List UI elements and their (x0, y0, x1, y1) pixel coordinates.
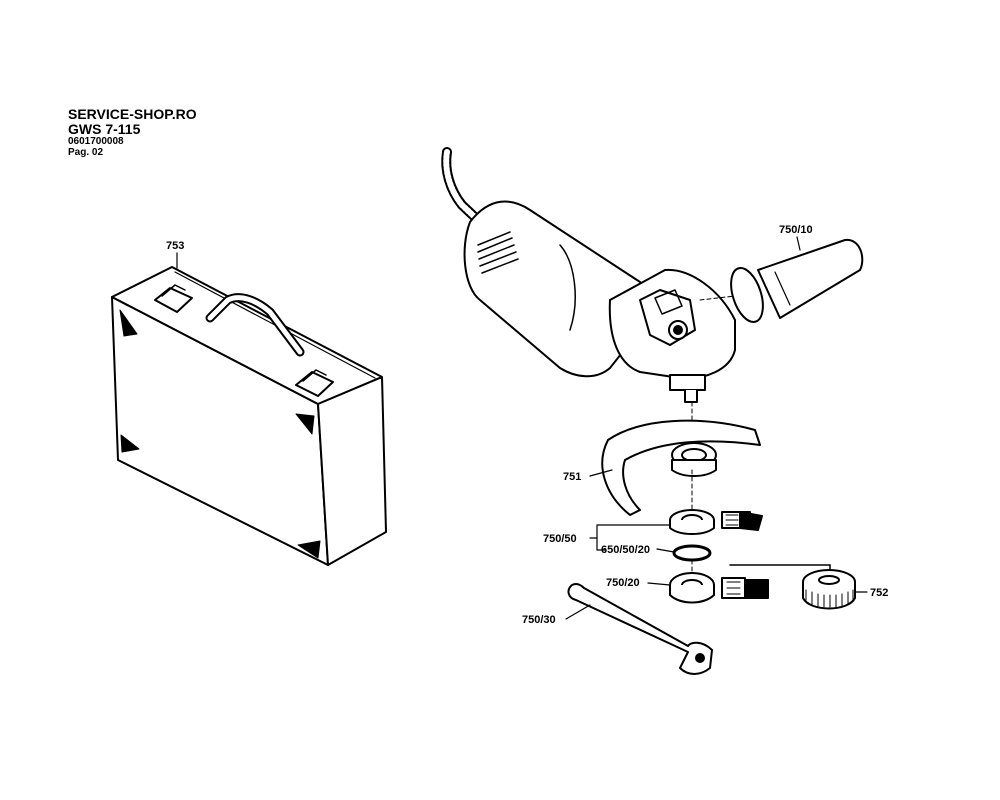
carrying-case-icon (111, 266, 387, 566)
flange-icon (669, 559, 831, 604)
clamping-nut-icon (802, 569, 856, 610)
flange-icon (669, 469, 763, 535)
auxiliary-handle-icon (699, 238, 864, 323)
part-label-750-20: 750/20 (606, 577, 640, 589)
page-number: Pag. 02 (68, 147, 104, 158)
protection-guard-icon (601, 401, 761, 516)
part-label-750-30: 750/30 (522, 614, 556, 626)
part-label-752: 752 (870, 587, 888, 599)
document-header: SERVICE-SHOP.RO GWS 7-115 0601700008 Pag… (68, 107, 197, 158)
part-label-750-10: 750/10 (779, 224, 813, 236)
spanner-icon (567, 583, 713, 675)
shop-name: SERVICE-SHOP.RO (68, 106, 197, 122)
part-label-650-50-20: 650/50/20 (601, 544, 650, 556)
part-label-750-50: 750/50 (543, 533, 577, 545)
leader-lines (176, 236, 868, 620)
o-ring-icon (672, 544, 712, 562)
angle-grinder-icon (441, 147, 736, 403)
part-label-753: 753 (166, 240, 184, 252)
part-code: 0601700008 (68, 136, 124, 147)
model-name: GWS 7-115 (68, 121, 141, 137)
part-label-751: 751 (563, 471, 581, 483)
